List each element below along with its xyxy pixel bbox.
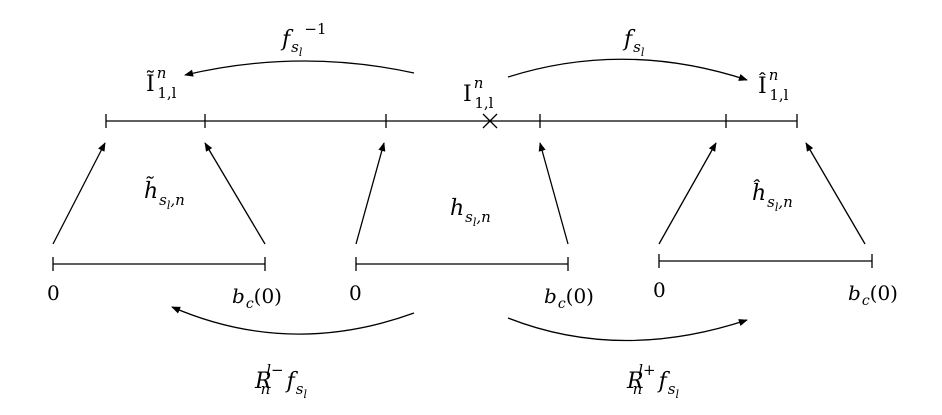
arrow-rotation-plus (507, 317, 748, 342)
arrow-middle-triangle-a (355, 142, 386, 245)
label-zero-left: 0 (47, 281, 60, 305)
label-rotation-plus: Rnl+fsl (626, 361, 679, 401)
arrow-left-triangle-a (52, 142, 106, 245)
arrow-rotation-minus (171, 306, 415, 335)
arrow-middle-triangle-b (538, 142, 569, 245)
label-zero-right: 0 (653, 278, 666, 302)
arrow-right-triangle-b (805, 142, 866, 245)
arrow-inverse-map (184, 60, 415, 77)
top-axis (105, 113, 798, 129)
cross-mark (482, 113, 498, 129)
bottom-interval-middle (355, 257, 569, 271)
label-bc-left: bc(0) (232, 284, 282, 312)
arrow-forward-map (507, 58, 748, 81)
label-zero-middle: 0 (349, 281, 362, 305)
arrow-left-triangle-b (204, 142, 266, 245)
label-h-tilde: h̃sl,n (144, 177, 185, 212)
label-bc-middle: bc(0) (544, 284, 594, 312)
label-bc-right: bc(0) (848, 281, 898, 309)
arrow-right-triangle-a (658, 142, 717, 245)
label-rotation-minus: Rnl−fsl (254, 361, 307, 401)
label-h-hat: ĥsl,n (752, 179, 793, 214)
bottom-interval-right (658, 254, 873, 268)
label-forward-map: fsl (622, 27, 645, 59)
label-h-middle: hsl,n (450, 196, 491, 229)
label-inverse-map: fsl−1 (280, 20, 327, 59)
bottom-interval-left (52, 257, 266, 271)
